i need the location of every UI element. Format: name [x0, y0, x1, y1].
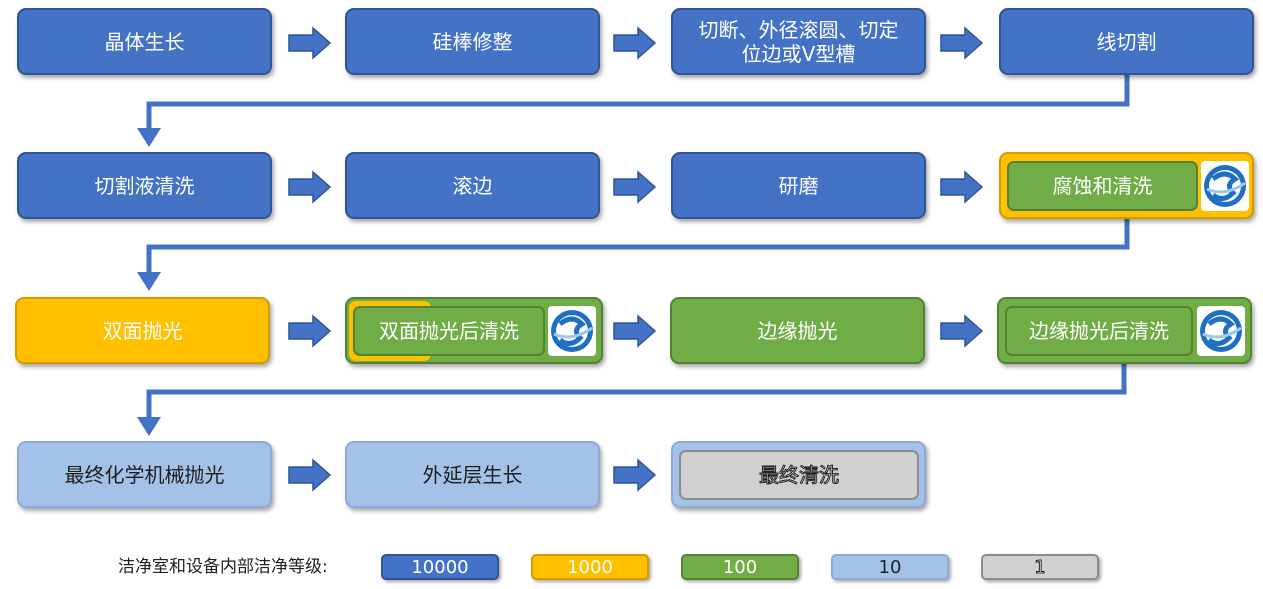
legend-class-10: 10: [831, 554, 949, 580]
company-logo-icon: [548, 306, 596, 356]
step-cut-grind-flat: 切断、外径滚圆、切定位边或V型槽: [671, 8, 926, 75]
step-final-clean: 最终清洗: [671, 441, 926, 508]
company-logo-icon: [1197, 306, 1245, 356]
step-label: 硅棒修整: [432, 29, 513, 54]
step-double-side-polish-clean: 双面抛光后清洗: [345, 297, 603, 364]
connector-row1-row2: [146, 75, 1130, 132]
step-ingot-trimming: 硅棒修整: [345, 8, 600, 75]
down-arrow-connector: [137, 417, 161, 436]
step-final-cmp: 最终化学机械抛光: [17, 441, 272, 508]
step-label: 双面抛光后清洗: [379, 319, 519, 343]
step-edge-polish: 边缘抛光: [670, 297, 925, 364]
step-etch-clean-inner: 腐蚀和清洗: [1007, 161, 1198, 211]
step-edge-polish-clean-inner: 边缘抛光后清洗: [1005, 306, 1193, 356]
step-label: 腐蚀和清洗: [1052, 174, 1153, 198]
step-label: 切断、外径滚圆、切定位边或V型槽: [698, 17, 899, 66]
step-label: 外延层生长: [422, 462, 523, 487]
step-final-clean-inner: 最终清洗: [679, 450, 919, 500]
step-edge-rounding: 滚边: [345, 152, 600, 219]
legend-class-1: 1: [981, 554, 1099, 580]
step-label: 切割液清洗: [94, 173, 195, 198]
step-label: 边缘抛光后清洗: [1029, 319, 1169, 343]
step-label: 最终清洗: [759, 463, 840, 488]
step-label: 双面抛光: [102, 318, 183, 343]
step-label: 线切割: [1096, 29, 1157, 54]
step-label: 晶体生长: [104, 29, 185, 54]
step-lapping: 研磨: [671, 152, 926, 219]
step-double-side-polish-clean-inner: 双面抛光后清洗: [353, 306, 545, 356]
step-label: 滚边: [452, 173, 493, 198]
step-wire-saw: 线切割: [999, 8, 1254, 75]
step-etch-clean: 腐蚀和清洗: [999, 152, 1254, 219]
step-label: 最终化学机械抛光: [64, 462, 225, 487]
step-edge-polish-clean: 边缘抛光后清洗: [997, 297, 1252, 364]
step-crystal-growth: 晶体生长: [17, 8, 272, 75]
legend-class-100: 100: [681, 554, 799, 580]
step-slurry-clean: 切割液清洗: [17, 152, 272, 219]
down-arrow-connector: [137, 128, 161, 147]
step-label: 边缘抛光: [757, 318, 838, 343]
legend-label: 洁净室和设备内部洁净等级:: [118, 557, 328, 577]
down-arrow-connector: [137, 272, 161, 291]
connector-row2-row3: [146, 218, 1130, 276]
legend-class-1000: 1000: [531, 554, 649, 580]
step-epitaxial-growth: 外延层生长: [345, 441, 600, 508]
legend-class-10000: 10000: [381, 554, 499, 580]
step-label: 研磨: [778, 173, 819, 198]
company-logo-icon: [1201, 161, 1249, 211]
step-double-side-polish: 双面抛光: [15, 297, 270, 364]
connector-row3-row4: [146, 363, 1127, 421]
